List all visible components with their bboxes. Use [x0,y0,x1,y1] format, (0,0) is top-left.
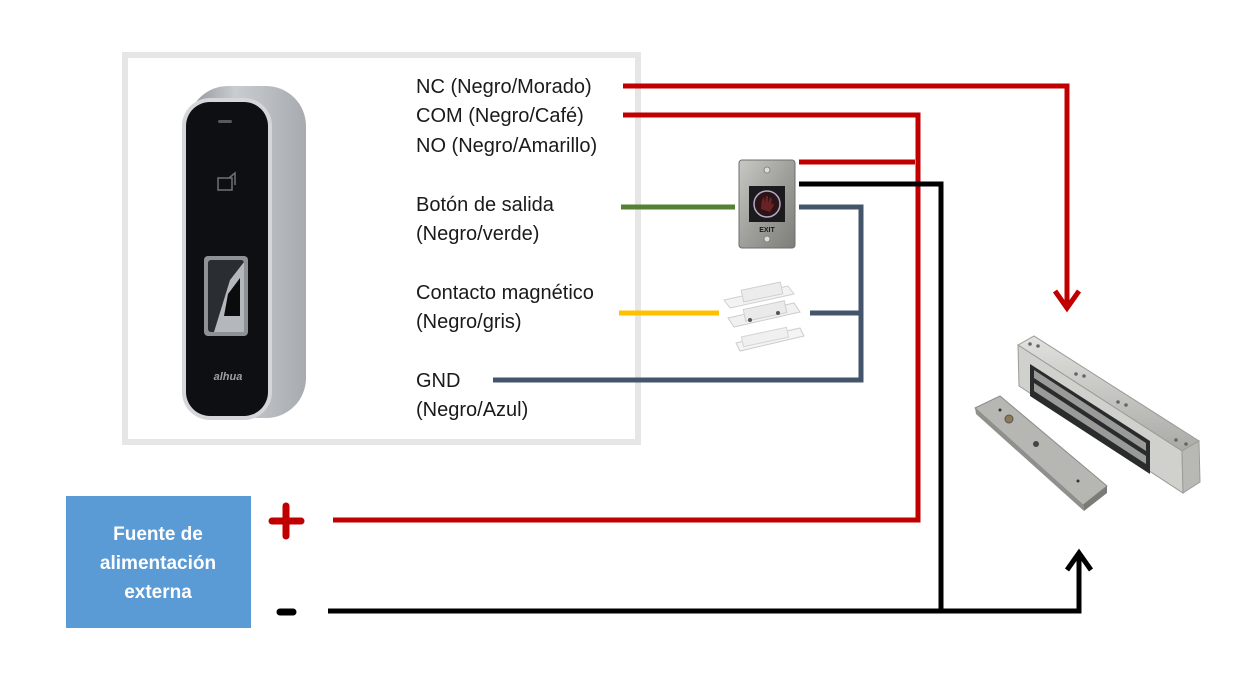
screw-icon [763,166,771,174]
arrow-head-negative [1064,548,1094,572]
reader-brand-logo: alhua [214,371,243,383]
plus-icon [268,502,305,540]
power-supply-title-line3: externa [124,582,192,603]
power-supply: Fuente de alimentación externa [66,496,305,628]
label-com: COM (Negro/Café) [416,105,584,127]
access-reader-device: alhua [182,86,306,420]
wires [328,83,1094,614]
screw-icon [776,311,780,315]
power-supply-title-line2: alimentación [100,553,216,574]
card-icon [217,171,236,191]
wire-gnd-exit [493,204,864,383]
label-exit-button-color: (Negro/verde) [416,223,539,245]
wire-nc [623,83,1070,308]
reader-panel: alhua NC (Negro/Morado) COM (Negro/Café)… [122,52,641,445]
label-door-contact-color: (Negro/gris) [416,311,522,333]
wire-com [333,112,921,523]
label-exit-button: Botón de salida [416,194,555,216]
label-gnd-color: (Negro/Azul) [416,399,528,421]
exit-button-device: EXIT [738,159,796,249]
wire-negative [328,555,1082,614]
screw-icon [748,318,752,322]
fingerprint-sensor [204,256,248,336]
label-door-contact: Contacto magnético [416,282,594,304]
reader-panel-frame [122,52,641,445]
wire-exit-black [799,181,944,611]
power-supply-title-line1: Fuente de [113,524,203,545]
screw-icon [763,235,771,243]
arrow-head-nc [1052,289,1082,313]
exit-text: EXIT [759,227,775,234]
status-led [218,120,232,123]
label-no: NO (Negro/Amarillo) [416,135,597,157]
label-gnd: GND [416,370,460,392]
label-nc: NC (Negro/Morado) [416,76,592,98]
power-supply-box [66,496,251,628]
magnetic-lock-device [974,335,1201,511]
magnetic-contact-device [723,281,805,352]
